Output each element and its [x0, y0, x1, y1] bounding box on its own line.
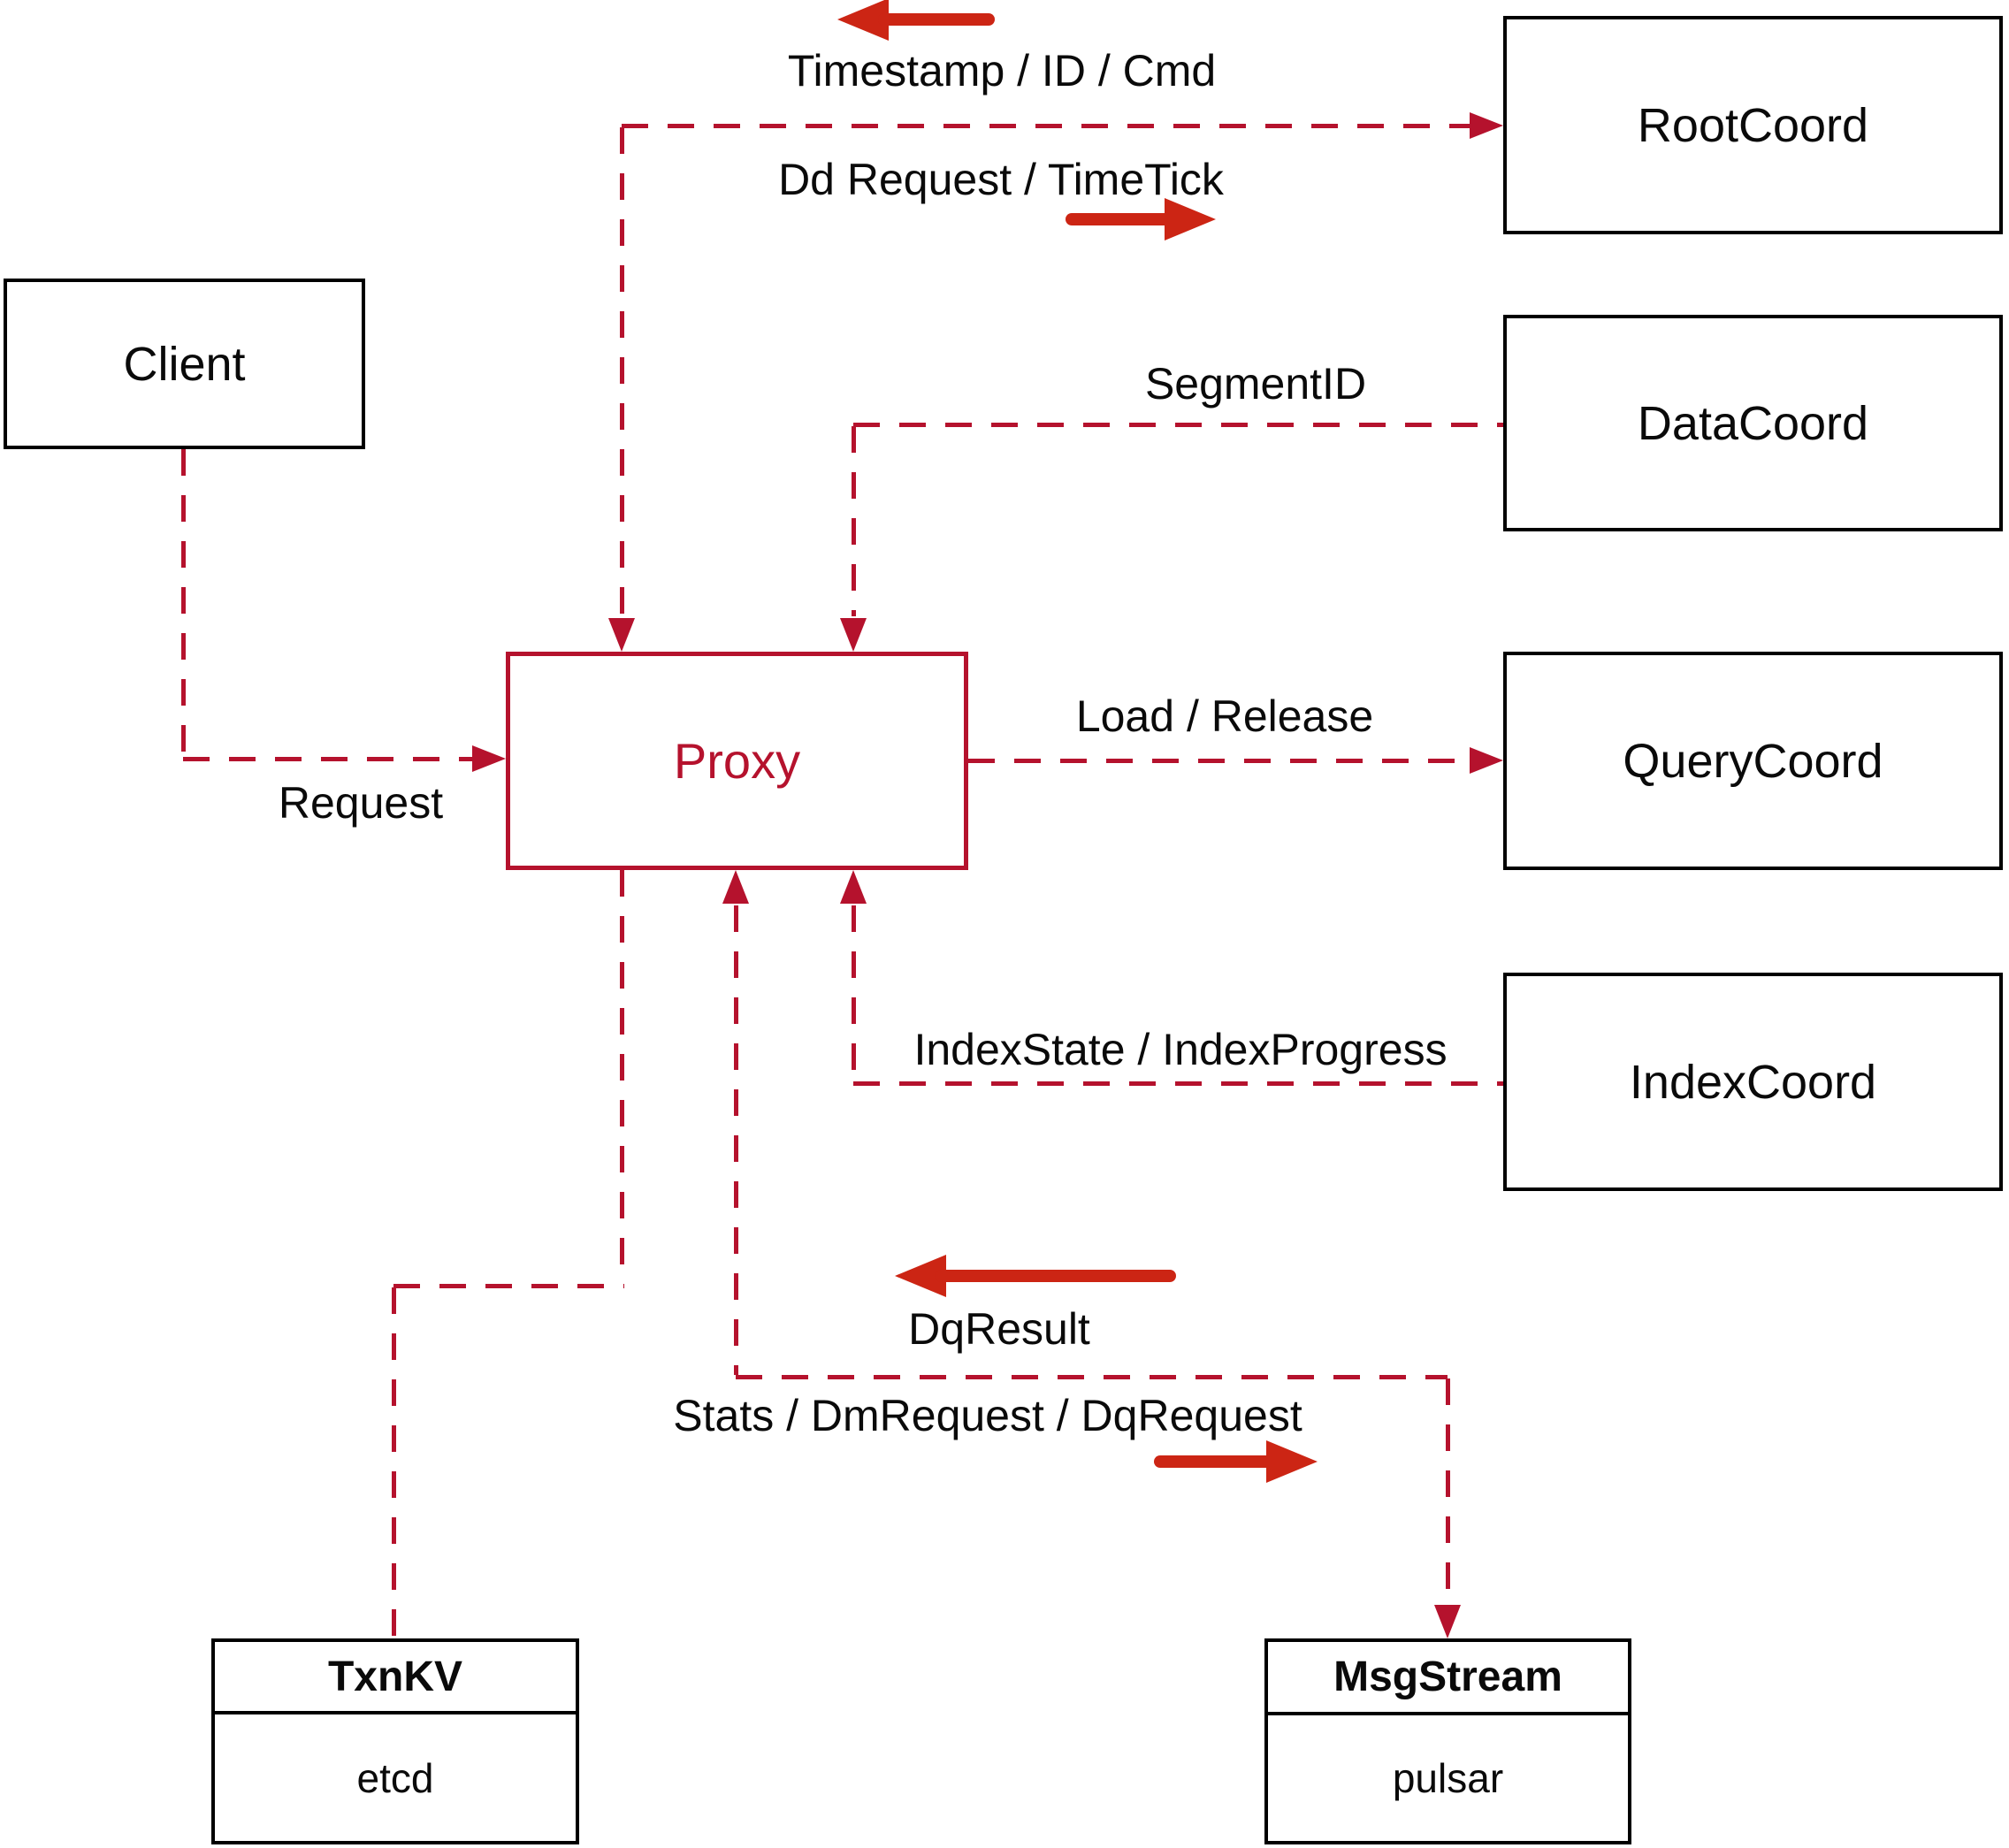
node-indexcoord-label: IndexCoord: [1629, 1055, 1877, 1109]
edge-label-timestamp: Timestamp / ID / Cmd: [787, 46, 1217, 95]
node-querycoord: QueryCoord: [1503, 652, 2003, 870]
arrow-head-icon: [1165, 198, 1216, 241]
edge-segmentid-hline: [853, 423, 1503, 427]
node-txnkv: TxnKV etcd: [211, 1638, 579, 1844]
node-msgstream-title: MsgStream: [1268, 1642, 1628, 1715]
direction-arrow-dqresult-left: [895, 1255, 1176, 1297]
arrow-shaft: [1154, 1455, 1277, 1468]
node-client: Client: [4, 279, 365, 449]
arrowhead-request-into-proxy: [472, 745, 506, 772]
arrowhead-segmentid-into-proxy: [840, 618, 867, 652]
arrowhead-into-msgstream: [1434, 1605, 1461, 1638]
direction-arrow-stats-right: [1154, 1440, 1318, 1483]
node-datacoord-label: DataCoord: [1637, 396, 1869, 450]
arrowhead-timestamp-into-proxy: [608, 618, 635, 652]
edge-request-vline: [181, 449, 186, 759]
edge-msgstream-vline2: [1446, 1378, 1450, 1605]
edge-indexstate-hline: [853, 1081, 1503, 1086]
node-txnkv-subtitle: etcd: [356, 1754, 434, 1801]
edge-loadrelease-hline: [968, 759, 1470, 763]
arrowhead-dqresult-into-proxy: [722, 870, 749, 904]
edge-msgstream-vline1: [734, 905, 738, 1375]
node-client-label: Client: [123, 337, 246, 391]
node-indexcoord: IndexCoord: [1503, 973, 2003, 1191]
edge-txnkv-hline: [393, 1284, 624, 1288]
edge-label-stats: Stats / DmRequest / DqRequest: [673, 1391, 1302, 1440]
arrow-shaft: [1066, 213, 1175, 225]
node-txnkv-title: TxnKV: [215, 1642, 576, 1714]
arrow-shaft: [936, 1270, 1176, 1282]
edge-label-request: Request: [278, 778, 444, 828]
node-rootcoord-label: RootCoord: [1637, 98, 1869, 152]
edge-timestamp-vline: [620, 127, 624, 616]
edge-label-dqresult: DqResult: [908, 1304, 1090, 1354]
arrowhead-into-querycoord: [1470, 747, 1503, 774]
arrowhead-into-rootcoord: [1470, 112, 1503, 139]
edge-msgstream-hline: [736, 1375, 1448, 1379]
arrow-head-icon: [1266, 1440, 1318, 1483]
edge-label-segmentid: SegmentID: [1144, 359, 1367, 409]
edge-txnkv-vline1: [620, 870, 624, 1284]
direction-arrow-ddrequest-right: [1066, 198, 1216, 241]
node-rootcoord: RootCoord: [1503, 16, 2003, 234]
node-msgstream: MsgStream pulsar: [1264, 1638, 1631, 1844]
node-msgstream-subtitle: pulsar: [1392, 1755, 1504, 1801]
edge-segmentid-vline: [852, 426, 856, 616]
node-proxy: Proxy: [506, 652, 968, 870]
edge-label-indexstate: IndexState / IndexProgress: [913, 1025, 1448, 1074]
direction-arrow-timestamp-left: [837, 0, 995, 41]
arrowhead-indexstate-into-proxy: [840, 870, 867, 904]
arrow-shaft: [878, 13, 995, 26]
edge-label-loadrelease: Load / Release: [1075, 691, 1374, 741]
edge-txnkv-vline2: [392, 1287, 396, 1638]
edge-timestamp-hline: [622, 124, 1471, 128]
node-datacoord: DataCoord: [1503, 315, 2003, 531]
edge-label-ddrequest: Dd Request / TimeTick: [778, 155, 1224, 204]
edge-request-hline: [183, 757, 472, 761]
node-querycoord-label: QueryCoord: [1623, 734, 1883, 788]
node-proxy-label: Proxy: [673, 733, 801, 789]
edge-indexstate-vline: [852, 905, 856, 1081]
